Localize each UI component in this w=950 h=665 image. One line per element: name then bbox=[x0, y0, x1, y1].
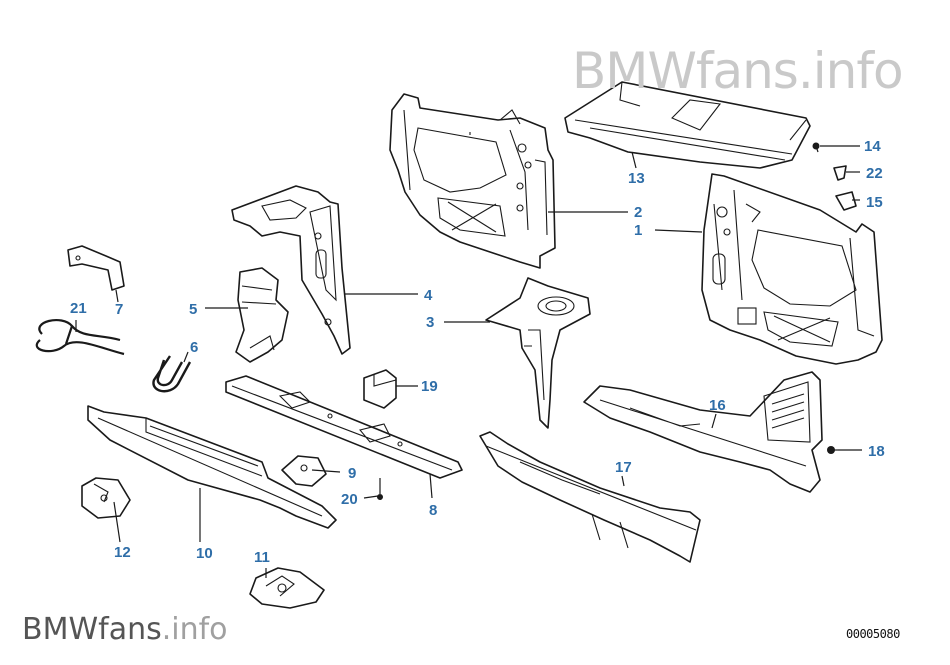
callout-10[interactable]: 10 bbox=[196, 545, 213, 562]
leader-lines bbox=[75, 145, 862, 578]
callout-2[interactable]: 2 bbox=[634, 204, 642, 221]
watermark-bottom: BMWfans.info bbox=[22, 612, 228, 647]
part-11-bracket[interactable] bbox=[249, 567, 325, 609]
part-9-mount[interactable] bbox=[281, 455, 327, 487]
part-15-bracket[interactable] bbox=[835, 191, 857, 211]
part-22-clip[interactable] bbox=[833, 165, 847, 181]
part-5-duct[interactable] bbox=[235, 267, 289, 363]
watermark-top-suffix: .info bbox=[797, 42, 904, 100]
callout-17[interactable]: 17 bbox=[615, 459, 632, 476]
callout-16[interactable]: 16 bbox=[709, 397, 726, 414]
callout-6[interactable]: 6 bbox=[190, 339, 198, 356]
callout-21[interactable]: 21 bbox=[70, 300, 87, 317]
part-4-support-bracket[interactable] bbox=[231, 185, 351, 355]
callout-13[interactable]: 13 bbox=[628, 170, 645, 187]
part-1-wheelhouse-right[interactable] bbox=[701, 173, 883, 365]
part-19-block[interactable] bbox=[363, 369, 397, 409]
part-2-wheelhouse-left[interactable] bbox=[389, 93, 556, 269]
callout-19[interactable]: 19 bbox=[421, 378, 438, 395]
watermark-top: BMWfans.info bbox=[572, 42, 904, 100]
callout-1[interactable]: 1 bbox=[634, 222, 642, 239]
callout-7[interactable]: 7 bbox=[115, 301, 123, 318]
part-13-cowl-shelf[interactable] bbox=[564, 81, 811, 169]
callout-11[interactable]: 11 bbox=[254, 549, 270, 566]
watermark-bottom-suffix: .info bbox=[161, 612, 228, 647]
watermark-bottom-brand: BMWfans bbox=[22, 612, 162, 647]
callout-15[interactable]: 15 bbox=[866, 194, 883, 211]
callout-18[interactable]: 18 bbox=[868, 443, 885, 460]
callout-8[interactable]: 8 bbox=[429, 502, 437, 519]
part-18-screw[interactable] bbox=[827, 446, 838, 454]
part-12-bracket[interactable] bbox=[81, 477, 131, 519]
part-7-bracket[interactable] bbox=[67, 245, 125, 291]
callout-5[interactable]: 5 bbox=[189, 301, 197, 318]
callout-14[interactable]: 14 bbox=[864, 138, 881, 155]
part-20-screw[interactable] bbox=[377, 478, 383, 500]
part-17-lower-crossmember[interactable] bbox=[479, 431, 701, 563]
callout-22[interactable]: 22 bbox=[866, 165, 883, 182]
diagram-id: 00005080 bbox=[846, 627, 900, 641]
part-21-cable[interactable] bbox=[35, 318, 125, 356]
part-3-strut-tower[interactable] bbox=[485, 277, 591, 429]
callout-labels: 1 2 3 4 5 6 7 8 9 10 11 12 13 14 15 16 1… bbox=[70, 138, 885, 566]
part-10-front-panel[interactable] bbox=[87, 405, 337, 529]
part-6-u-bolt[interactable] bbox=[152, 355, 192, 393]
callout-3[interactable]: 3 bbox=[426, 314, 434, 331]
watermark-top-brand: BMWfans bbox=[572, 42, 799, 100]
callout-4[interactable]: 4 bbox=[424, 287, 433, 304]
part-16-side-rail[interactable] bbox=[583, 371, 823, 493]
callout-9[interactable]: 9 bbox=[348, 465, 356, 482]
part-8-crossmember[interactable] bbox=[225, 375, 463, 479]
part-14-clip[interactable] bbox=[812, 142, 820, 153]
callout-12[interactable]: 12 bbox=[114, 544, 131, 561]
callout-20[interactable]: 20 bbox=[341, 491, 358, 508]
